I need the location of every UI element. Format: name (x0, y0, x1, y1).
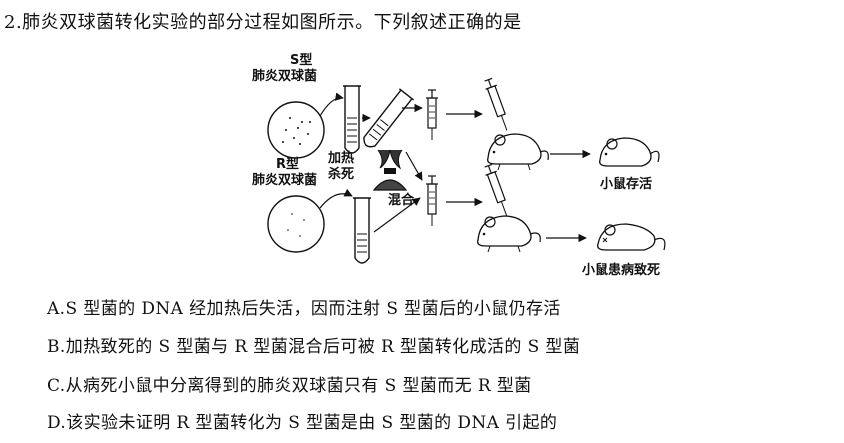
alcohol-burner (372, 149, 408, 191)
heat-kill-label: 加热 杀死 (327, 150, 354, 182)
dying-mouse (597, 223, 666, 251)
syringe-bottom (426, 175, 438, 226)
s-type-label-line2: 肺炎双球菌 (252, 68, 317, 84)
experiment-figure: S型 肺炎双球菌 (250, 48, 700, 288)
option-a: A.S 型菌的 DNA 经加热后失活，因而注射 S 型菌后的小鼠仍存活 (47, 299, 561, 319)
r-type-label: R型 肺炎双球菌 (252, 156, 317, 188)
surviving-mouse (599, 137, 660, 167)
arrow-heated-to-mix (405, 151, 423, 181)
option-c: C.从病死小鼠中分离得到的肺炎双球菌只有 S 型菌而无 R 型菌 (47, 376, 532, 396)
r-type-label-line2: 肺炎双球菌 (252, 172, 317, 188)
heat-kill-label-line1: 加热 (327, 150, 354, 166)
question-stem: 2.肺炎双球菌转化实验的部分过程如图所示。下列叙述正确的是 (4, 12, 522, 33)
r-type-culture-dish (267, 195, 325, 253)
s-type-label: S型 肺炎双球菌 (252, 52, 317, 84)
mix-label: 混合 (388, 192, 415, 208)
r-type-test-tube (353, 197, 371, 264)
s-type-test-tube (343, 85, 361, 154)
lower-injection-syringe (484, 163, 508, 217)
option-d: D.该实验未证明 R 型菌转化为 S 型菌是由 S 型菌的 DNA 引起的 (47, 413, 558, 433)
lower-mouse (477, 215, 541, 253)
mouse-dies-label: 小鼠患病致死 (582, 262, 660, 278)
r-type-label-line1: R型 (276, 156, 299, 172)
syringe-top (426, 89, 438, 140)
s-type-culture-dish (267, 101, 325, 159)
s-type-label-line1: S型 (290, 52, 312, 68)
arrow-r-dish-to-tube (319, 188, 353, 209)
upper-mouse (487, 133, 549, 171)
arrow-s-dish-to-tube (319, 92, 344, 117)
mouse-survives-label: 小鼠存活 (600, 176, 652, 192)
arrow-r-tube-to-mix (373, 197, 421, 233)
heated-test-tube (363, 88, 414, 148)
heat-kill-label-line2: 杀死 (328, 166, 354, 182)
option-b: B.加热致死的 S 型菌与 R 型菌混合后可被 R 型菌转化成活的 S 型菌 (47, 337, 581, 357)
upper-injection-syringe (484, 77, 508, 131)
